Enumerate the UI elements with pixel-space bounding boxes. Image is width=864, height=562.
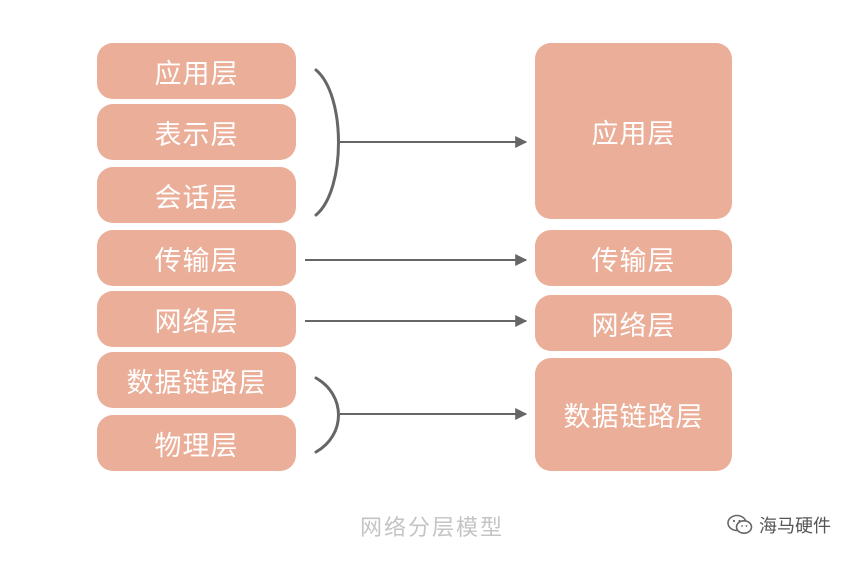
wechat-icon bbox=[727, 514, 753, 536]
layer-label: 表示层 bbox=[154, 119, 239, 151]
layer-label: 会话层 bbox=[154, 182, 239, 214]
layer-label: 应用层 bbox=[154, 58, 239, 90]
layer-label: 物理层 bbox=[154, 430, 239, 462]
osi-layer-datalink: 数据链路层 bbox=[97, 352, 296, 408]
osi-layer-transport: 传输层 bbox=[97, 230, 296, 286]
layer-label: 网络层 bbox=[154, 306, 239, 338]
brace-lower bbox=[314, 376, 340, 454]
osi-layer-session: 会话层 bbox=[97, 167, 296, 223]
layer-label: 应用层 bbox=[591, 118, 676, 150]
layer-label: 数据链路层 bbox=[563, 402, 704, 433]
layer-label: 传输层 bbox=[591, 245, 676, 277]
brace-upper bbox=[314, 68, 340, 217]
watermark-text: 海马硬件 bbox=[759, 516, 831, 537]
layer-label: 网络层 bbox=[591, 310, 676, 342]
osi-layer-network: 网络层 bbox=[97, 291, 296, 347]
tcpip-layer-datalink: 数据链路层 bbox=[535, 358, 732, 471]
tcpip-layer-transport: 传输层 bbox=[535, 230, 732, 286]
layer-label: 传输层 bbox=[154, 245, 239, 277]
layer-label: 数据链路层 bbox=[126, 367, 267, 399]
osi-layer-physical: 物理层 bbox=[97, 415, 296, 471]
watermark: 海马硬件 bbox=[727, 512, 831, 538]
osi-layer-presentation: 表示层 bbox=[97, 104, 296, 160]
diagram-caption: 网络分层模型 bbox=[359, 516, 504, 541]
osi-layer-application: 应用层 bbox=[97, 43, 296, 99]
tcpip-layer-application: 应用层 bbox=[535, 43, 732, 219]
tcpip-layer-network: 网络层 bbox=[535, 295, 732, 351]
